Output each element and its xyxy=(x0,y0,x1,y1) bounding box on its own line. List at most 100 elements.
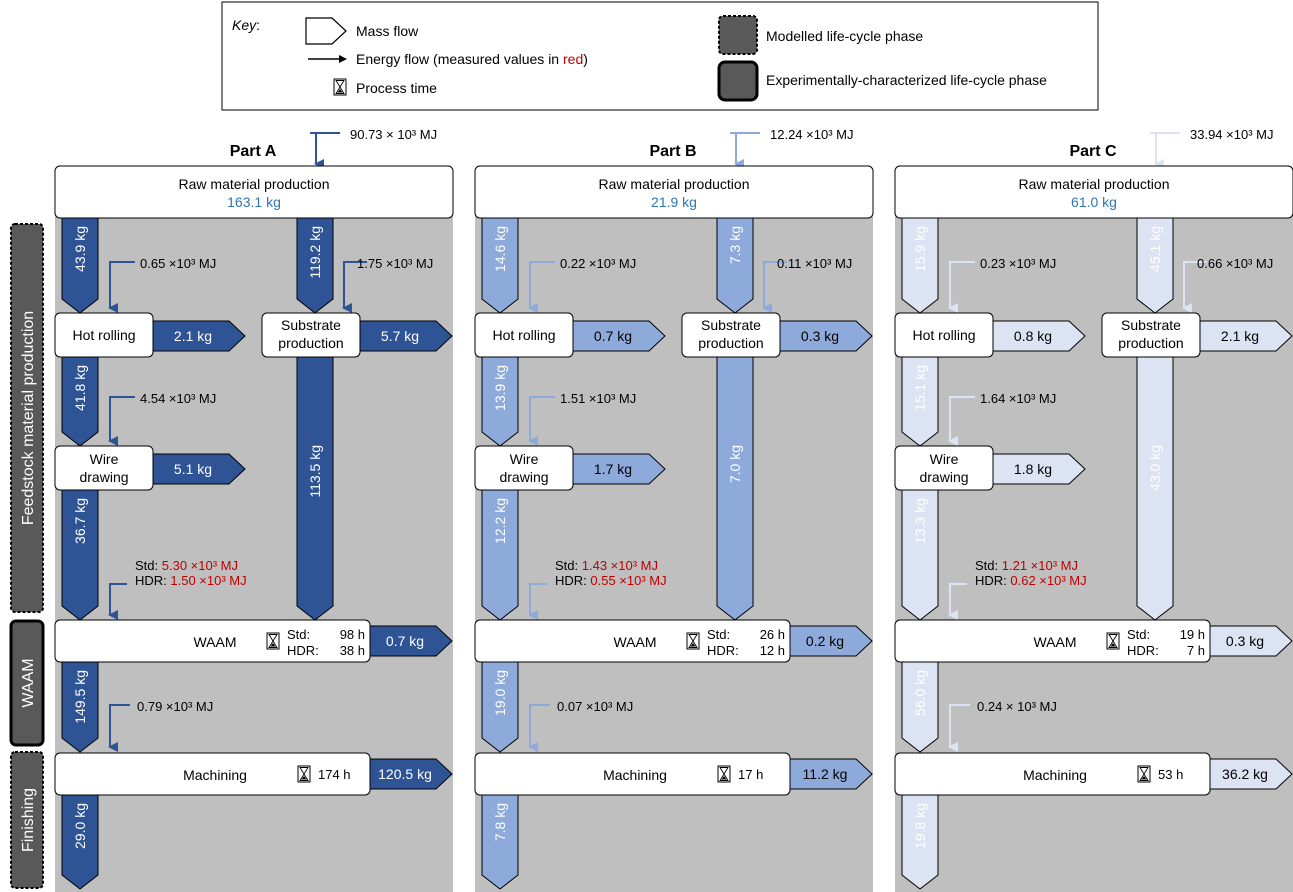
flow-substrate-down-arrow xyxy=(1136,356,1174,621)
machining-energy-arrow xyxy=(948,704,970,752)
flow-to-machining-arrow xyxy=(481,661,519,753)
flow-to-machining-label: 56.0 kg xyxy=(912,670,928,716)
wire-energy-label: 1.51 ×10³ MJ xyxy=(560,391,636,406)
phase-feedstock-label: Feedstock material production xyxy=(20,311,37,525)
flow-to-substrate-label: 119.2 kg xyxy=(307,226,323,279)
key-experimental: Experimentally-characterized life-cycle … xyxy=(766,72,1047,88)
waam-time-std: 26 h xyxy=(760,627,785,642)
hot-rolling-energy-label: 0.65 ×10³ MJ xyxy=(140,256,216,271)
wire-drawing-out-label: 1.8 kg xyxy=(1014,461,1052,477)
flow-substrate-down-label: 7.0 kg xyxy=(727,445,743,483)
hot-rolling-energy-label: 0.23 ×10³ MJ xyxy=(980,256,1056,271)
hourglass-icon xyxy=(1106,632,1120,650)
wire-drawing-title-2: drawing xyxy=(79,469,128,485)
waam-time-hdr: 7 h xyxy=(1187,643,1205,658)
hot-rolling-out-arrow xyxy=(572,320,666,352)
phase-finishing xyxy=(10,751,44,889)
substrate-out-arrow xyxy=(359,320,453,352)
hot-rolling-title: Hot rolling xyxy=(492,327,555,343)
flow-to-hot-rolling-label: 14.6 kg xyxy=(492,226,508,272)
wire-drawing-out-arrow xyxy=(992,453,1086,485)
flow-to-substrate-label: 45.1 kg xyxy=(1147,226,1163,272)
flow-to-hot-rolling-label: 15.9 kg xyxy=(912,226,928,272)
hot-rolling-out-label: 0.8 kg xyxy=(1014,328,1052,344)
wire-energy-label: 4.54 ×10³ MJ xyxy=(140,391,216,406)
wire-drawing-title-1: Wire xyxy=(510,451,539,467)
waam-out-arrow xyxy=(789,625,873,657)
flow-to-waam-label: 36.7 kg xyxy=(72,498,88,544)
machining-title: Machining xyxy=(603,767,667,783)
wire-drawing-out-label: 5.1 kg xyxy=(174,461,212,477)
substrate-title-2: production xyxy=(698,335,763,351)
substrate-energy-arrow xyxy=(342,261,367,313)
flow-to-hot-rolling-arrow xyxy=(61,217,99,314)
machining-out-label: 36.2 kg xyxy=(1222,766,1268,782)
machining-energy-label: 0.79 ×10³ MJ xyxy=(137,699,213,714)
raw-energy-arrow xyxy=(1150,132,1164,169)
hourglass-icon xyxy=(717,765,731,783)
machining-energy-label: 0.07 ×10³ MJ xyxy=(557,699,633,714)
machining-out-arrow xyxy=(1209,758,1293,790)
part-title: Part A xyxy=(230,143,277,160)
flow-to-machining-arrow xyxy=(61,661,99,753)
waam-energy-std: Std: 1.43 ×10³ MJ xyxy=(555,558,658,573)
substrate-energy-label: 0.11 ×10³ MJ xyxy=(777,256,852,271)
raw-material-title: Raw material production xyxy=(1019,176,1170,192)
raw-energy-arrow xyxy=(730,132,744,169)
substrate-title-2: production xyxy=(278,335,343,351)
flow-final-product-arrow xyxy=(61,794,99,890)
flow-substrate-down-arrow xyxy=(296,356,334,621)
substrate-title-2: production xyxy=(1118,335,1183,351)
flow-to-hot-rolling-arrow xyxy=(901,217,939,314)
substrate-out-arrow xyxy=(1199,320,1293,352)
machining-out-arrow xyxy=(369,758,453,790)
hot-rolling-title: Hot rolling xyxy=(912,327,975,343)
machining-energy-arrow xyxy=(528,704,550,752)
flow-to-wire-drawing-label: 15.1 kg xyxy=(912,365,928,411)
raw-material-title: Raw material production xyxy=(599,176,750,192)
part-title: Part C xyxy=(1069,143,1117,160)
waam-out-label: 0.7 kg xyxy=(386,633,424,649)
substrate-title-1: Substrate xyxy=(701,317,761,333)
hot-rolling-out-arrow xyxy=(152,320,246,352)
modelled-phase-swatch xyxy=(718,15,758,55)
hot-rolling-energy-arrow xyxy=(948,261,975,313)
flow-to-waam-arrow xyxy=(901,489,939,621)
waam-energy-hdr: HDR: 0.62 ×10³ MJ xyxy=(975,573,1087,588)
flow-to-waam-label: 13.3 kg xyxy=(912,498,928,544)
machining-out-label: 11.2 kg xyxy=(803,766,848,782)
machining-out-arrow xyxy=(789,758,873,790)
waam-out-arrow xyxy=(369,625,453,657)
raw-energy-label: 33.94 ×10³ MJ xyxy=(1190,127,1273,142)
waam-time-hdr-tag: HDR: xyxy=(1127,643,1159,658)
key-modelled: Modelled life-cycle phase xyxy=(766,28,923,44)
substrate-out-label: 0.3 kg xyxy=(801,328,839,344)
machining-time: 53 h xyxy=(1158,767,1183,782)
raw-material-mass: 61.0 kg xyxy=(1071,194,1117,210)
machining-title: Machining xyxy=(1023,767,1087,783)
part-panel: Part C 33.94 ×10³ MJ Raw material producti… xyxy=(894,127,1293,892)
hourglass-icon xyxy=(333,78,347,96)
raw-energy-label: 90.73 × 10³ MJ xyxy=(350,127,437,142)
machining-energy-label: 0.24 × 10³ MJ xyxy=(977,699,1057,714)
machining-energy-arrow xyxy=(108,704,130,752)
flow-substrate-down-label: 113.5 kg xyxy=(307,445,323,498)
waam-energy-hdr: HDR: 0.55 ×10³ MJ xyxy=(555,573,667,588)
flow-to-machining-arrow xyxy=(901,661,939,753)
substrate-energy-label: 1.75 ×10³ MJ xyxy=(357,256,433,271)
key-box: Key: Mass flow Energy flow (measured val… xyxy=(221,1,1099,111)
wire-energy-label: 1.64 ×10³ MJ xyxy=(980,391,1056,406)
flow-substrate-down-arrow xyxy=(716,356,754,621)
machining-title: Machining xyxy=(183,767,247,783)
hourglass-icon xyxy=(266,632,280,650)
wire-drawing-title-1: Wire xyxy=(90,451,119,467)
waam-energy-arrow xyxy=(948,583,967,620)
waam-time-std: 19 h xyxy=(1180,627,1205,642)
part-title: Part B xyxy=(649,143,696,160)
flow-to-machining-label: 149.5 kg xyxy=(72,670,88,724)
substrate-energy-label: 0.66 ×10³ MJ xyxy=(1197,256,1273,271)
flow-to-wire-drawing-arrow xyxy=(481,356,519,447)
flow-final-product-arrow xyxy=(901,794,939,890)
hot-rolling-out-arrow xyxy=(992,320,1086,352)
